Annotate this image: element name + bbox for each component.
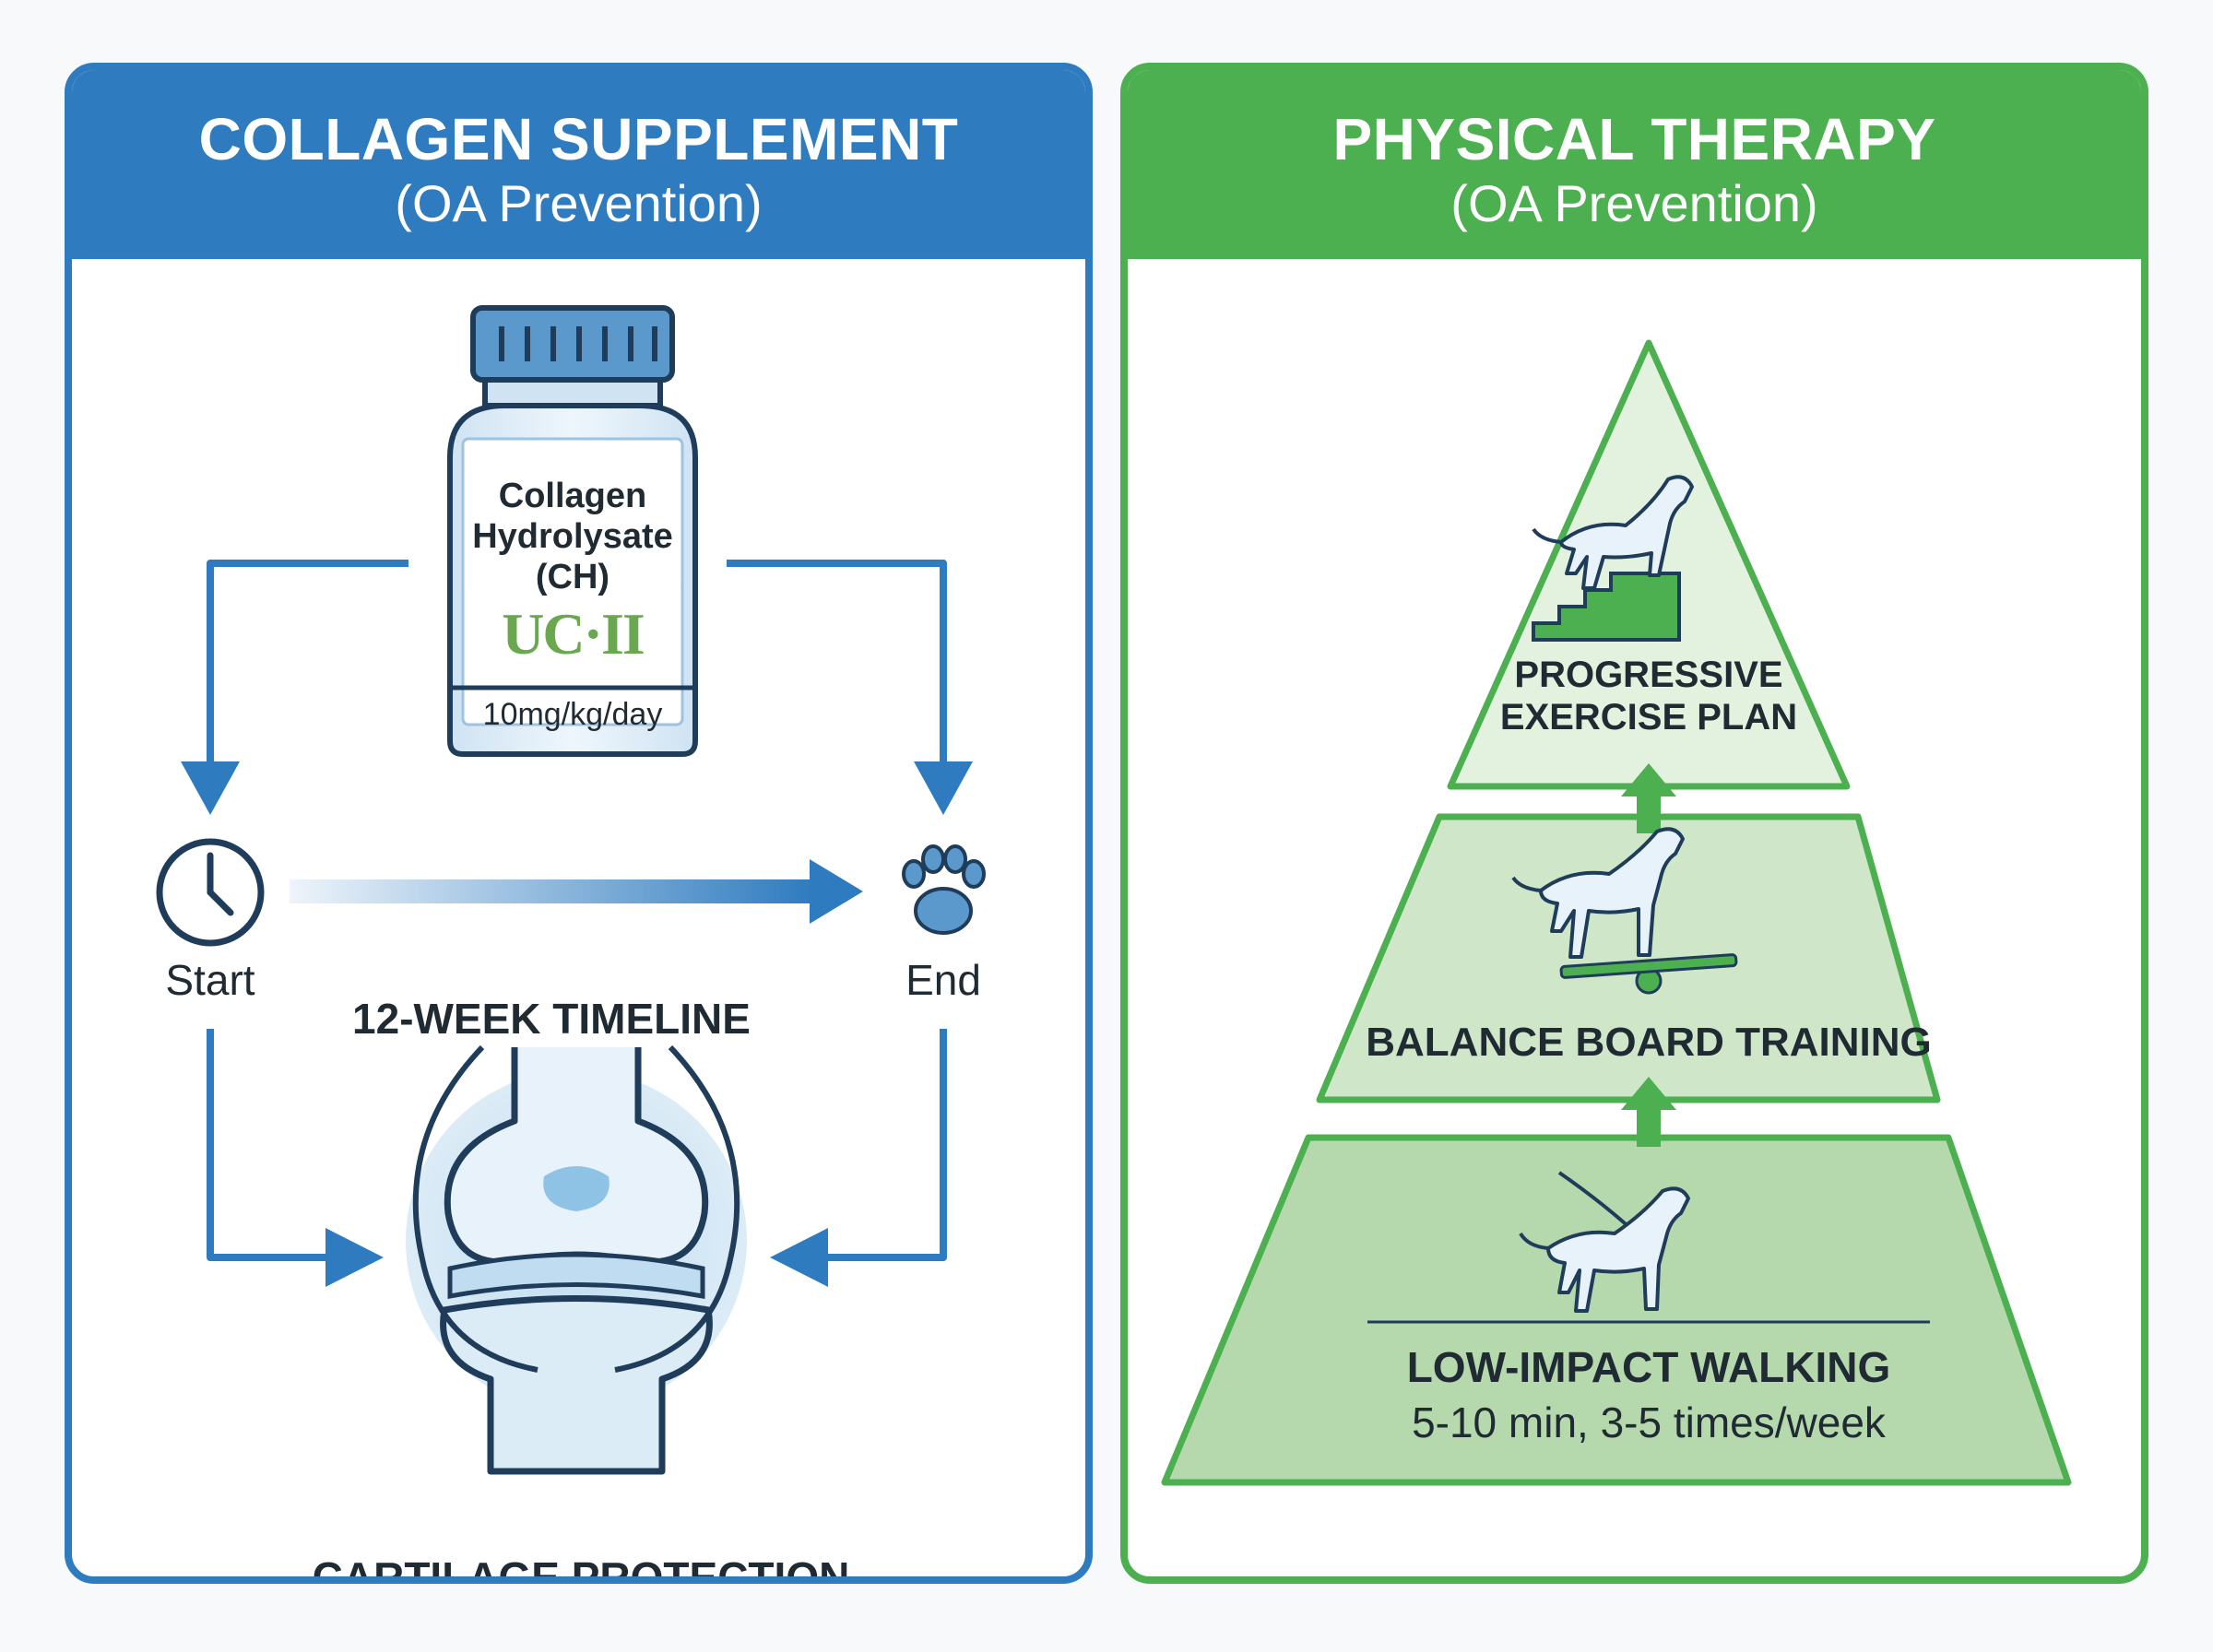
dog-walking-icon	[1367, 1171, 1930, 1324]
arrow-to-end	[727, 560, 947, 771]
physical-therapy-panel-header: PHYSICAL THERAPY (OA Prevention)	[1128, 70, 2141, 259]
bottle-label-line2: Hydrolysate	[472, 517, 673, 556]
collagen-panel-subtitle: (OA Prevention)	[395, 174, 763, 232]
paw-icon	[902, 844, 986, 935]
collagen-diagram	[156, 305, 986, 1475]
timeline-start-label: Start	[165, 956, 255, 1004]
dosage-label: 10mg/kg/day	[482, 697, 663, 732]
collagen-panel-header: COLLAGEN SUPPLEMENT (OA Prevention)	[72, 70, 1085, 259]
clock-icon	[156, 838, 265, 947]
tier-top-label-line1: PROGRESSIVE	[1514, 655, 1783, 695]
arrowheads	[181, 761, 973, 1287]
knee-joint-icon	[406, 1044, 747, 1475]
collagen-panel: COLLAGEN SUPPLEMENT (OA Prevention)	[65, 63, 1093, 1584]
arrow-end-to-joint	[819, 1029, 947, 1261]
arrow-start-to-joint	[207, 1029, 335, 1261]
dog-stairs-icon	[1532, 475, 1694, 642]
cartilage-protection-label: CARTILAGE PROTECTION	[312, 1553, 850, 1584]
dog-balance-board-icon	[1511, 827, 1738, 995]
collagen-panel-title: COLLAGEN SUPPLEMENT	[198, 106, 959, 172]
tier-bottom-detail: 5-10 min, 3-5 times/week	[1412, 1398, 1886, 1446]
progression-arrows	[1621, 763, 1676, 1147]
timeline-end-label: End	[905, 956, 981, 1004]
tier-top-label-line2: EXERCISE PLAN	[1499, 697, 1798, 738]
uc-ii-logo: UC·II	[502, 601, 645, 667]
tier-bottom-label: LOW-IMPACT WALKING	[1406, 1343, 1891, 1391]
arrow-to-start	[207, 560, 408, 771]
physical-therapy-panel-title: PHYSICAL THERAPY	[1332, 106, 1936, 172]
pyramid-tier-bottom	[1161, 1134, 2072, 1486]
pyramid-tier-middle	[1316, 813, 1941, 1103]
bottle-label-line3: (CH)	[535, 558, 610, 596]
timeline-label: 12-WEEK TIMELINE	[352, 995, 751, 1043]
flow-arrows	[207, 560, 947, 1261]
tier-middle-label: BALANCE BOARD TRAINING	[1366, 1020, 1932, 1065]
bottle-label-line1: Collagen	[498, 477, 647, 515]
timeline-arrow	[290, 859, 863, 924]
exercise-pyramid	[1161, 339, 2072, 1486]
physical-therapy-panel: PHYSICAL THERAPY (OA Prevention)	[1120, 63, 2148, 1584]
physical-therapy-panel-subtitle: (OA Prevention)	[1450, 174, 1818, 232]
supplement-bottle-icon	[447, 305, 698, 757]
